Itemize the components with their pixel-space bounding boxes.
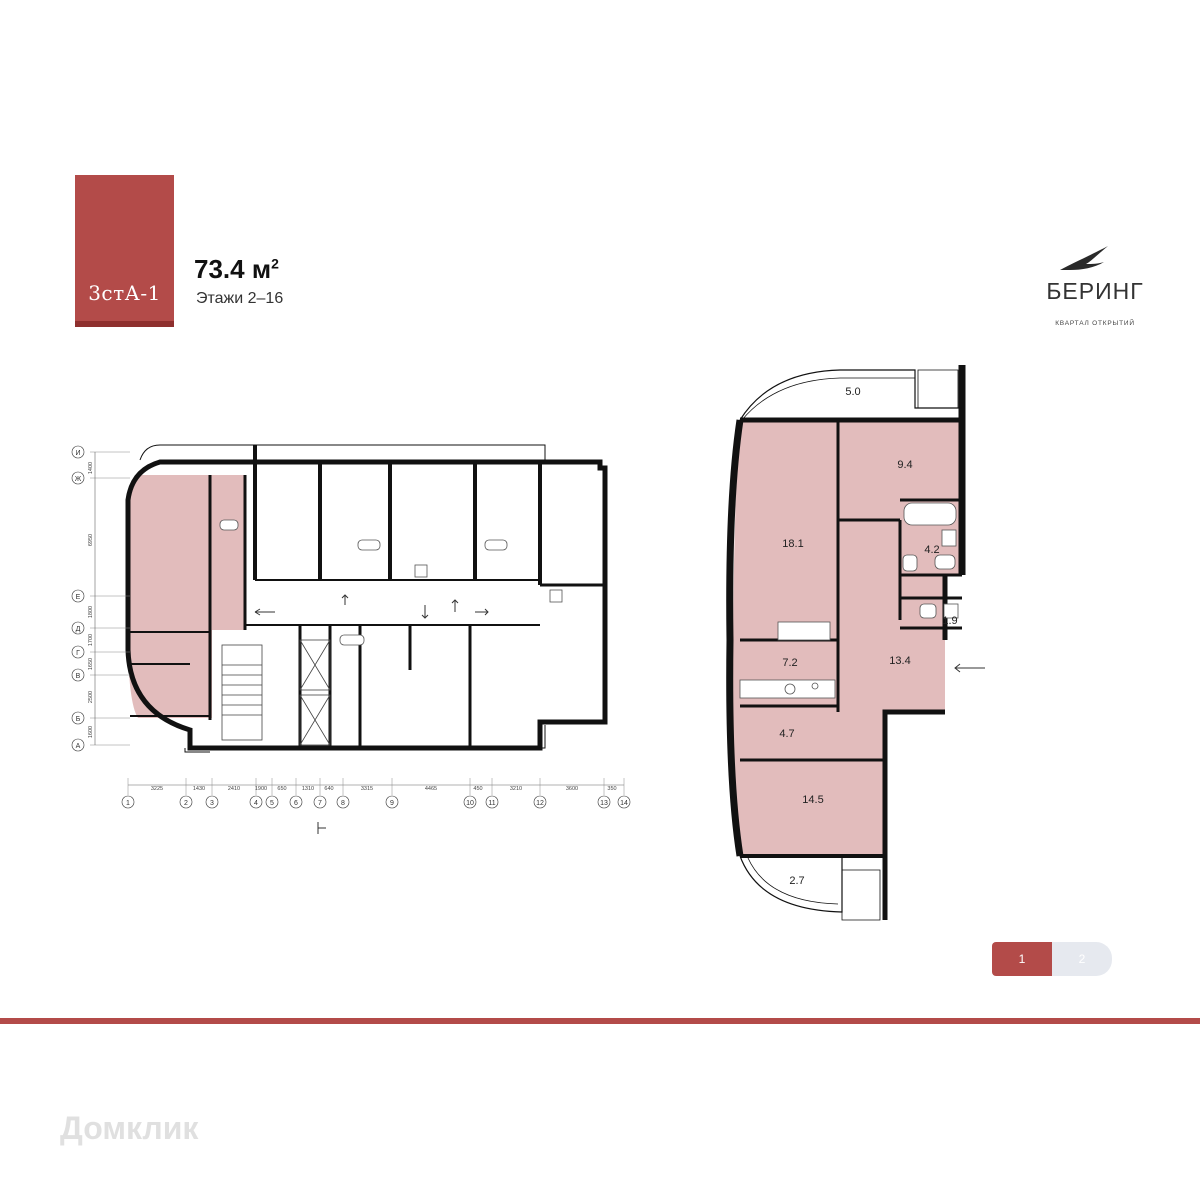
row-dimension: 6950 xyxy=(88,534,94,546)
room-area-bedroom: 9.4 xyxy=(897,459,912,471)
col-dimension: 3225 xyxy=(151,786,163,792)
col-axis-label: 11 xyxy=(488,800,495,807)
col-axis-label: 12 xyxy=(536,800,544,807)
area-unit-superscript: 2 xyxy=(271,255,279,272)
col-axis-label: 5 xyxy=(270,800,274,807)
watermark: Домклик xyxy=(60,1110,199,1146)
col-axis-label: 13 xyxy=(600,800,608,807)
floor-page-tab-2[interactable]: 2 xyxy=(1052,942,1112,976)
apartment-type-label: 3стА-1 xyxy=(88,281,161,305)
room-area-balcony-bottom: 2.7 xyxy=(789,875,804,887)
room-area-bedroom-2: 14.5 xyxy=(802,794,823,806)
row-dimension: 1650 xyxy=(88,658,94,670)
room-area-wc: 1.9 xyxy=(942,615,957,627)
col-axis-label: 9 xyxy=(390,800,394,807)
bottom-divider xyxy=(0,1018,1200,1024)
badge-underline xyxy=(75,321,174,327)
row-axis-label: Г xyxy=(76,650,80,657)
col-axis-label: 8 xyxy=(341,800,345,807)
col-axis-label: 6 xyxy=(294,800,298,807)
col-dimension: 640 xyxy=(324,786,333,792)
row-axis-label: В xyxy=(76,673,81,680)
column-axes: 1 2 3 4 5 6 7 8 9 10 11 12 13 14 3225 14… xyxy=(121,778,631,834)
area-value: 73.4 м xyxy=(194,254,272,284)
room-area-balcony-top: 5.0 xyxy=(845,386,860,398)
row-axis-label: Д xyxy=(76,626,81,633)
circulation-arrows xyxy=(254,594,489,619)
row-dimension: 1700 xyxy=(88,634,94,646)
col-axis-label: 7 xyxy=(318,800,322,807)
row-axis-label: А xyxy=(76,743,81,750)
apartment-fill xyxy=(732,420,962,856)
apartment-type-badge: 3стА-1 xyxy=(75,175,174,327)
col-dimension: 1310 xyxy=(302,786,314,792)
highlighted-apartment xyxy=(127,475,245,718)
col-dimension: 450 xyxy=(473,786,482,792)
room-area-bathroom: 4.2 xyxy=(924,544,939,556)
col-dimension: 2410 xyxy=(228,786,240,792)
col-axis-label: 1 xyxy=(126,800,130,807)
col-dimension: 1900 xyxy=(255,786,267,792)
row-axis-label: Е xyxy=(76,594,81,601)
row-dimension: 1400 xyxy=(88,462,94,474)
row-axes: И Ж Е Д Г В Б А 1400 6950 1800 1700 1650… xyxy=(71,445,130,752)
stairwell xyxy=(221,639,331,746)
col-dimension: 350 xyxy=(607,786,616,792)
row-dimension: 2500 xyxy=(88,691,94,703)
row-axis-label: Б xyxy=(76,716,81,723)
brand-logo: БЕРИНГ КВАРТАЛ ОТКРЫТИЙ xyxy=(1030,240,1160,340)
col-dimension: 3315 xyxy=(361,786,373,792)
entrance-arrow xyxy=(954,663,985,673)
col-axis-label: 2 xyxy=(184,800,188,807)
row-axis-label: И xyxy=(75,450,80,457)
room-area-hall: 13.4 xyxy=(889,655,910,667)
apartment-fixtures xyxy=(739,502,959,699)
plumbing-fixtures xyxy=(219,519,563,646)
room-area-living: 18.1 xyxy=(782,538,803,550)
seabird-icon xyxy=(1060,246,1108,270)
row-dimension: 1800 xyxy=(88,606,94,618)
floors-range: Этажи 2–16 xyxy=(196,290,284,307)
row-axis-label: Ж xyxy=(75,476,82,483)
col-axis-label: 10 xyxy=(466,800,474,807)
col-axis-label: 14 xyxy=(620,800,628,807)
room-area-kitchen: 7.2 xyxy=(782,657,797,669)
apartment-area: 73.4 м2 xyxy=(194,254,279,285)
row-dimension: 1600 xyxy=(88,726,94,738)
section-marker xyxy=(317,822,326,834)
brand-subtitle: КВАРТАЛ ОТКРЫТИЙ xyxy=(1055,320,1135,327)
col-axis-label: 4 xyxy=(254,800,258,807)
floor-page-tab-1[interactable]: 1 xyxy=(992,942,1052,976)
col-dimension: 1430 xyxy=(193,786,205,792)
brand-name: БЕРИНГ xyxy=(1046,278,1144,304)
col-dimension: 4465 xyxy=(425,786,437,792)
floor-plan-outer-wall xyxy=(125,459,608,751)
col-dimension: 3600 xyxy=(566,786,578,792)
room-area-storage: 4.7 xyxy=(779,728,794,740)
col-axis-label: 3 xyxy=(210,800,214,807)
apartment-plan: 5.0 9.4 18.1 4.2 1.9 13.4 7.2 4.7 14.5 2… xyxy=(726,365,985,921)
col-dimension: 650 xyxy=(277,786,286,792)
col-dimension: 3210 xyxy=(510,786,522,792)
